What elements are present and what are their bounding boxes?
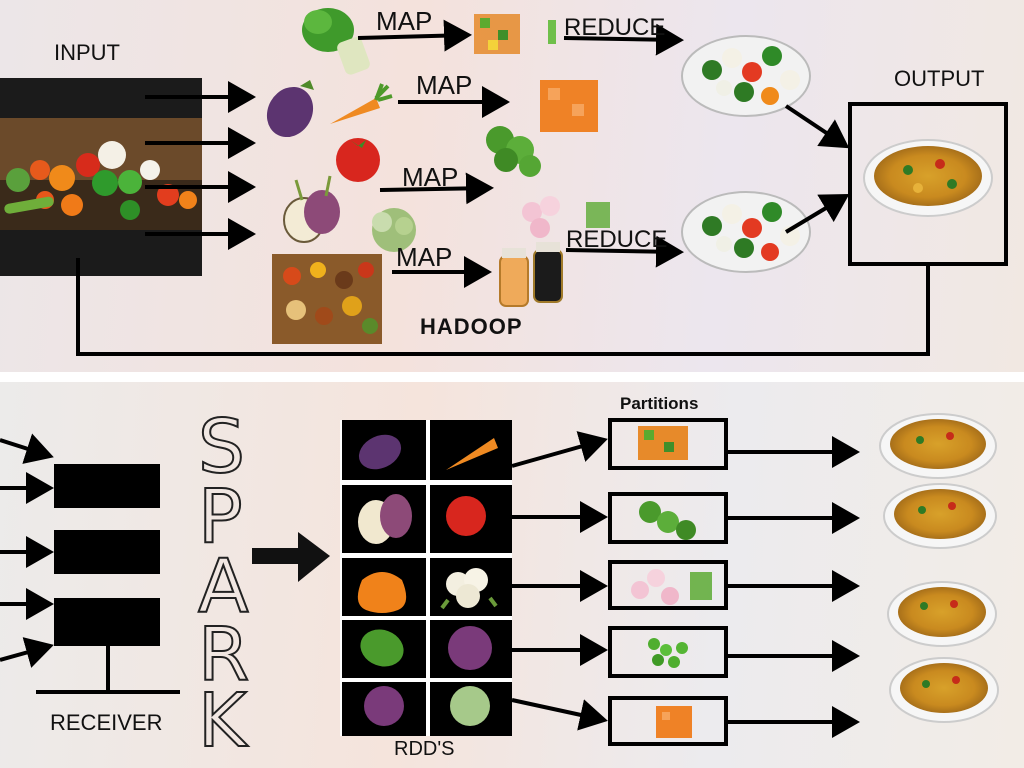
receiver-box-2 — [54, 530, 160, 574]
radish-icon — [631, 569, 712, 605]
spark-letter-k: K — [197, 677, 248, 765]
peas-icon — [648, 638, 688, 668]
partition-to-plate-arrows — [728, 436, 860, 738]
reduce-label-1: REDUCE — [564, 14, 666, 41]
radish-icon — [522, 196, 610, 238]
reduce-arrows — [563, 23, 684, 268]
curry-plate — [887, 581, 997, 647]
panel-divider — [0, 372, 1024, 382]
cabbage-icon — [372, 208, 416, 252]
carrot-icon — [330, 83, 393, 124]
receiver-box-1 — [54, 464, 160, 508]
map-label-2: MAP — [416, 70, 473, 100]
input-image — [0, 78, 202, 276]
spark-letter-a: A — [197, 543, 250, 631]
map-label-4: MAP — [396, 242, 453, 272]
spice-jars-icon — [499, 242, 563, 307]
map-label-1: MAP — [376, 6, 433, 36]
spark-arrow — [252, 532, 330, 582]
partition-contents — [631, 426, 712, 738]
rdd-label: RDD'S — [394, 738, 455, 760]
salad-bowl-top — [681, 35, 811, 117]
spinach-icon — [360, 629, 404, 667]
tomato-icon — [336, 138, 380, 182]
reduce-label-2: REDUCE — [566, 226, 668, 253]
spark-letter-p: P — [197, 473, 244, 561]
broccoli-icon — [639, 501, 696, 540]
map-arrows — [357, 19, 510, 288]
partitions-label: Partitions — [620, 394, 699, 413]
tomato-icon — [446, 496, 486, 536]
rdd-vegetables — [357, 434, 498, 726]
spark-letter-s: S — [197, 403, 246, 491]
input-arrows — [145, 81, 256, 250]
feedback-line — [76, 258, 930, 356]
diced-carrot-icon — [656, 706, 692, 738]
broccoli-icon — [486, 126, 541, 177]
output-box — [848, 102, 1008, 266]
diced-carrot-icon — [540, 80, 598, 132]
cauliflower-icon — [440, 568, 498, 610]
onion-icon — [358, 494, 412, 544]
salad-bowl-bottom — [681, 191, 811, 273]
cabbage-icon — [450, 686, 490, 726]
spinach-icon — [302, 8, 370, 75]
red-cabbage-icon — [364, 686, 404, 726]
mixed-veg-icon — [474, 14, 556, 54]
spices-icon — [272, 254, 382, 344]
rdd-tile — [430, 420, 512, 480]
eggplant-icon — [266, 80, 314, 138]
map-label-3: MAP — [402, 162, 459, 192]
output-label: OUTPUT — [894, 66, 985, 91]
input-label: INPUT — [54, 40, 120, 65]
receiver-input-arrows — [0, 433, 54, 668]
partition-boxes — [608, 418, 728, 746]
curry-plate — [889, 657, 999, 723]
carrot-icon — [446, 438, 498, 470]
receiver-stand — [36, 646, 180, 694]
rdd-to-partition-arrows — [511, 431, 608, 731]
curry-plate — [879, 413, 997, 479]
onion-icon — [283, 175, 340, 243]
curry-plates — [879, 413, 999, 723]
hadoop-title: HADOOP — [420, 314, 523, 339]
spark-letter-r: R — [197, 611, 250, 699]
receiver-box-3 — [54, 598, 160, 646]
pepper-icon — [357, 572, 407, 613]
curry-plate-output — [863, 139, 993, 217]
curry-plate — [883, 483, 997, 549]
red-cabbage-icon — [448, 626, 492, 670]
mixed-veg-icon — [638, 426, 688, 460]
receiver-label: RECEIVER — [50, 710, 163, 735]
output-arrows — [784, 104, 850, 234]
eggplant-icon — [358, 434, 402, 470]
